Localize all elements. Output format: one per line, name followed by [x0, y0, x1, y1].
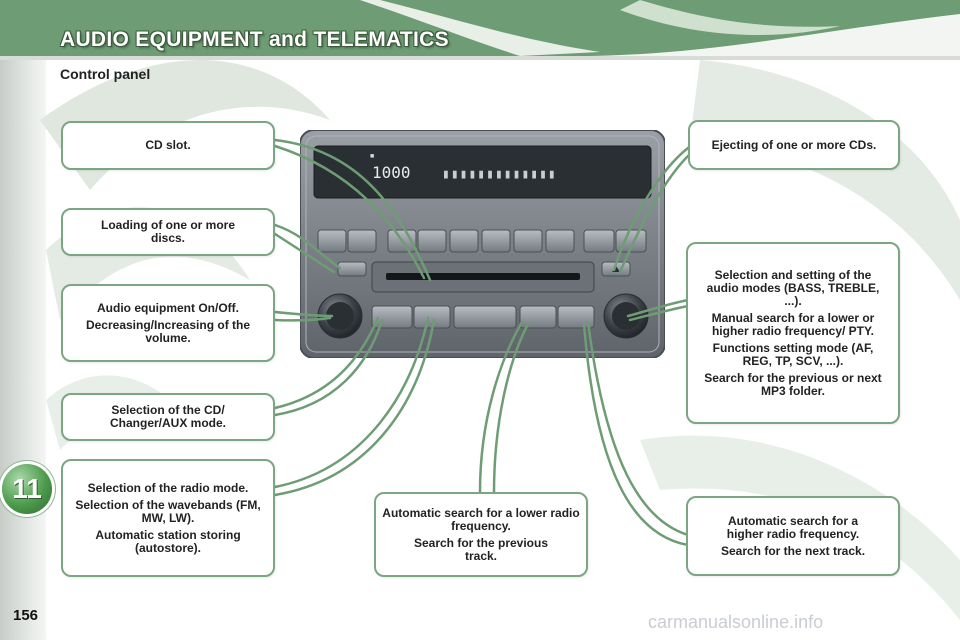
callout-audio-modes: Selection and setting of the audio modes…	[686, 242, 900, 424]
callout-eject: Ejecting of one or more CDs.	[688, 120, 900, 170]
callout-text: Selection of the wavebands (FM, MW, LW).	[75, 497, 261, 525]
callout-text: Search for the previous track.	[413, 535, 549, 563]
callout-text: Automatic search for a lower radio frequ…	[382, 505, 580, 533]
radio-mode-button[interactable]	[413, 305, 451, 329]
callout-text: Ejecting of one or more CDs.	[711, 137, 877, 152]
callout-text: Functions setting mode (AF, REG, TP, SCV…	[712, 340, 874, 368]
mode-button-2[interactable]	[347, 229, 377, 253]
left-sidebar	[0, 0, 46, 640]
radio-head-unit: ■ 1000 ▮▮▮▮▮▮▮▮▮▮▮▮▮	[300, 130, 665, 358]
callout-text: Search for the next track.	[720, 543, 866, 558]
svg-text:■: ■	[370, 153, 374, 160]
display-readout: 1000	[372, 163, 411, 182]
callout-audio-on-off: Audio equipment On/Off. Decreasing/Incre…	[61, 284, 275, 362]
seek-up-button[interactable]	[557, 305, 595, 329]
callout-text: Search for the previous or next MP3 fold…	[704, 370, 882, 398]
callout-text: Selection of the radio mode.	[87, 480, 249, 495]
header-title: AUDIO EQUIPMENT and TELEMATICS	[60, 28, 449, 51]
cd-mode-button[interactable]	[371, 305, 413, 329]
function-button-2[interactable]	[615, 229, 647, 253]
callout-text: CD slot.	[145, 138, 191, 152]
callout-text: Automatic station storing (autostore).	[95, 527, 241, 555]
callout-text: Selection and setting of the audio modes…	[706, 267, 880, 308]
callout-search-lower: Automatic search for a lower radio frequ…	[374, 492, 588, 577]
preset-button-4[interactable]	[481, 229, 511, 253]
preset-button-row	[317, 229, 647, 253]
chapter-number: 11	[12, 473, 42, 504]
callout-text: Decreasing/Increasing of the volume.	[85, 317, 251, 345]
callout-text: Loading of one or more discs.	[101, 218, 235, 245]
preset-button-5[interactable]	[513, 229, 543, 253]
load-button[interactable]	[337, 261, 367, 277]
display-segments: ▮▮▮▮▮▮▮▮▮▮▮▮▮	[442, 167, 557, 182]
function-button-1[interactable]	[583, 229, 615, 253]
preset-button-6[interactable]	[545, 229, 575, 253]
callout-cd-slot: CD slot.	[61, 121, 275, 170]
chapter-badge: 11	[2, 464, 52, 514]
header-band	[0, 0, 960, 60]
mode-button-1[interactable]	[317, 229, 347, 253]
callout-text: Selection of the CD/ Changer/AUX mode.	[109, 403, 226, 430]
callout-text: Automatic search for a higher radio freq…	[726, 513, 860, 541]
preset-button-2[interactable]	[417, 229, 447, 253]
preset-button-1[interactable]	[387, 229, 417, 253]
seek-down-button[interactable]	[519, 305, 557, 329]
callout-loading: Loading of one or more discs.	[61, 208, 275, 256]
center-button[interactable]	[453, 305, 517, 329]
callout-cd-mode: Selection of the CD/ Changer/AUX mode.	[61, 393, 275, 441]
page-number: 156	[13, 607, 39, 624]
section-title: Control panel	[60, 66, 151, 82]
watermark: carmanualsonline.info	[648, 612, 824, 632]
callout-radio-mode: Selection of the radio mode. Selection o…	[61, 459, 275, 577]
preset-button-3[interactable]	[449, 229, 479, 253]
callout-text: Manual search for a lower or higher radi…	[711, 310, 875, 338]
callout-search-higher: Automatic search for a higher radio freq…	[686, 496, 900, 576]
callout-text: Audio equipment On/Off.	[97, 300, 239, 315]
